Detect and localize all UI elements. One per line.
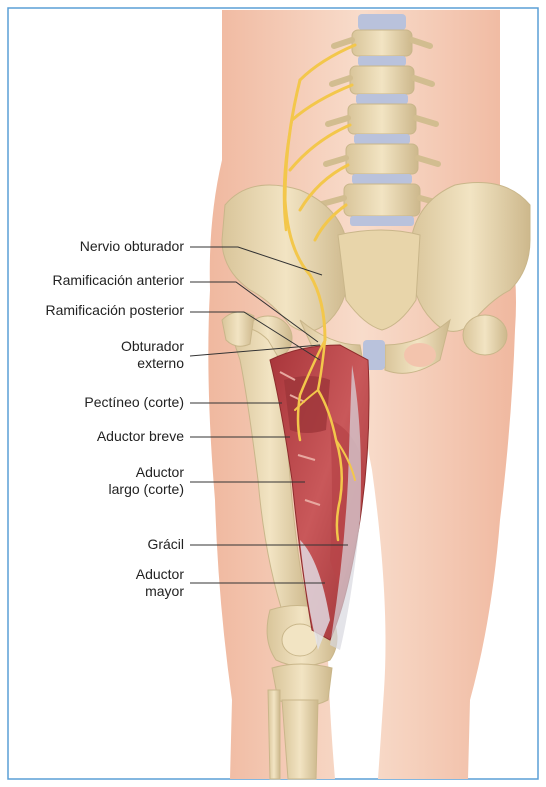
aductor-breve-shape bbox=[284, 376, 330, 433]
disc bbox=[356, 94, 408, 104]
fibula bbox=[268, 690, 280, 779]
vertebra bbox=[344, 184, 420, 216]
vertebra bbox=[350, 66, 414, 94]
label-nervio-obturador: Nervio obturador bbox=[80, 238, 184, 255]
label-pectineo: Pectíneo (corte) bbox=[84, 394, 184, 411]
greater-trochanter bbox=[222, 312, 254, 346]
vertebra bbox=[348, 104, 416, 134]
disc bbox=[358, 56, 406, 66]
label-ramificacion-anterior: Ramificación anterior bbox=[53, 272, 185, 289]
label-ramificacion-posterior: Ramificación posterior bbox=[46, 302, 185, 319]
disc bbox=[358, 14, 406, 30]
label-gracil: Grácil bbox=[147, 536, 184, 553]
disc bbox=[354, 134, 410, 144]
vertebra bbox=[352, 30, 412, 56]
vertebra bbox=[346, 144, 418, 174]
disc bbox=[350, 216, 414, 226]
obturator-foramen bbox=[404, 343, 436, 367]
tibia-shaft bbox=[282, 700, 318, 779]
label-aductor-breve: Aductor breve bbox=[97, 428, 184, 445]
right-femur bbox=[463, 315, 507, 355]
disc bbox=[352, 174, 412, 184]
